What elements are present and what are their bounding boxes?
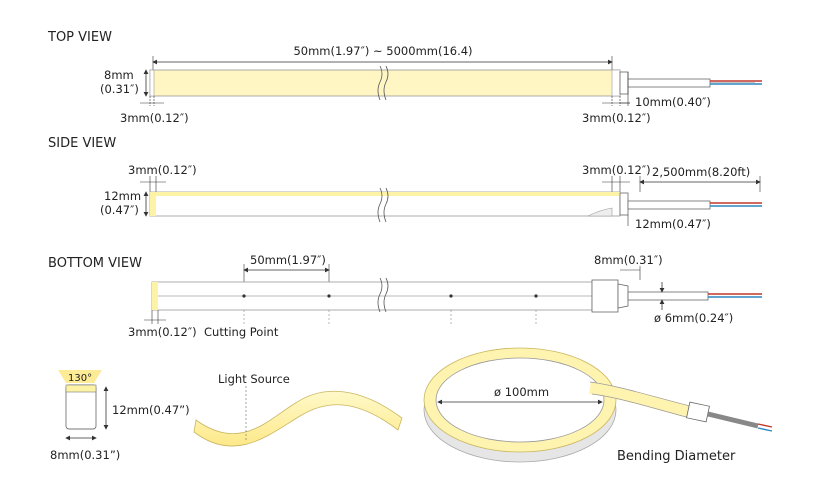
top-left-margin-label: 3mm(0.12″) xyxy=(120,111,189,125)
bottom-margin-label: 3mm(0.12″) xyxy=(128,325,197,339)
top-cap-label: 10mm(0.40″) xyxy=(635,95,711,109)
wave-strip xyxy=(193,390,403,447)
bottom-cable-label: ø 6mm(0.24″) xyxy=(654,311,733,325)
bottom-cut-label: 50mm(1.97″) xyxy=(250,253,326,267)
bottom-view-title: BOTTOM VIEW xyxy=(48,256,142,271)
side-right-margin-label: 3mm(0.12″) xyxy=(582,163,651,177)
cut-point xyxy=(449,294,453,298)
side-cap-label: 12mm(0.47″) xyxy=(635,217,711,231)
beam-angle-label: 130° xyxy=(68,373,92,384)
top-strip-body xyxy=(149,69,621,97)
top-cable xyxy=(627,78,711,88)
top-view-title: TOP VIEW xyxy=(47,30,112,45)
cutting-point-label: Cutting Point xyxy=(204,325,279,339)
cut-point xyxy=(327,294,331,298)
top-length-label: 50mm(1.97″) ~ 5000mm(16.4) xyxy=(293,44,472,58)
top-break-mark xyxy=(377,65,383,101)
side-view-title: SIDE VIEW xyxy=(48,136,116,151)
cut-point xyxy=(534,294,538,298)
top-height-label: 8mm xyxy=(104,68,134,82)
top-height-label-2: (0.31″) xyxy=(100,82,139,96)
side-left-margin-label: 3mm(0.12″) xyxy=(128,163,197,177)
side-cable-label: 2,500mm(8.20ft) xyxy=(652,165,750,179)
light-source-label: Light Source xyxy=(218,372,290,386)
side-height-label: 12mm xyxy=(104,189,141,203)
side-height-label-2: (0.47″) xyxy=(100,203,139,217)
coil-diameter-label: ø 100mm xyxy=(494,385,549,399)
light-beam xyxy=(58,370,102,383)
cross-width-label: 8mm(0.31”) xyxy=(50,448,120,462)
bottom-cap-label: 8mm(0.31″) xyxy=(594,253,663,267)
cut-point xyxy=(242,294,246,298)
top-right-margin-label: 3mm(0.12″) xyxy=(582,111,651,125)
top-end-cap xyxy=(619,71,629,95)
coil-caption: Bending Diameter xyxy=(617,449,736,464)
cross-height-label: 12mm(0.47”) xyxy=(112,403,190,417)
